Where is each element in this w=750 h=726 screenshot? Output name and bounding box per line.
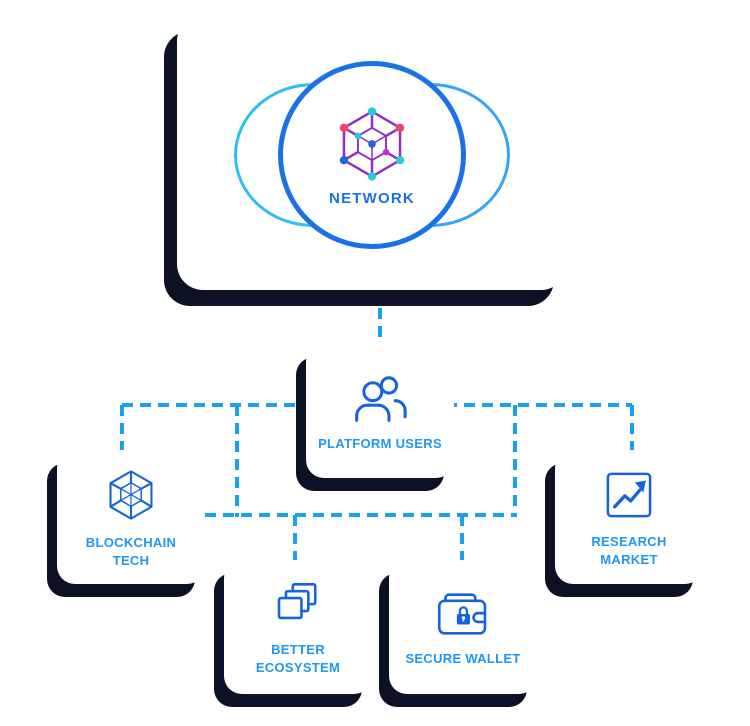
connector-drop-right (513, 405, 517, 517)
connector-drop-left (235, 405, 239, 517)
network-card: NETWORK (177, 15, 567, 290)
secure-wallet-label: SECURE WALLET (405, 650, 521, 666)
research-market-card: RESEARCH MARKET (555, 450, 703, 584)
connector-to-wallet (460, 515, 464, 562)
secure-wallet-card: SECURE WALLET (389, 560, 537, 694)
blockchain-hexagon-icon (103, 467, 159, 523)
platform-users-label: PLATFORM USERS (318, 435, 442, 451)
connector-bus-lower (205, 513, 517, 517)
better-ecosystem-label: BETTER ECOSYSTEM (255, 641, 341, 675)
connector-network-to-users (378, 290, 382, 345)
connector-to-blockchain (120, 405, 124, 452)
network-label: NETWORK (329, 190, 415, 207)
users-icon (350, 372, 410, 424)
better-ecosystem-card: BETTER ECOSYSTEM (224, 560, 372, 694)
wallet-lock-icon (434, 589, 492, 639)
research-market-label: RESEARCH MARKET (591, 533, 667, 567)
network-hexagon-icon (331, 103, 413, 185)
blockchain-tech-card: BLOCKCHAIN TECH (57, 450, 205, 584)
blockchain-tech-label: BLOCKCHAIN TECH (85, 534, 177, 568)
connector-to-ecosystem (293, 515, 297, 562)
network-circle: NETWORK (278, 61, 466, 249)
platform-users-card: PLATFORM USERS (306, 344, 454, 478)
stacked-layers-icon (270, 580, 326, 630)
connector-to-research (630, 405, 634, 452)
growth-chart-icon (602, 468, 656, 522)
